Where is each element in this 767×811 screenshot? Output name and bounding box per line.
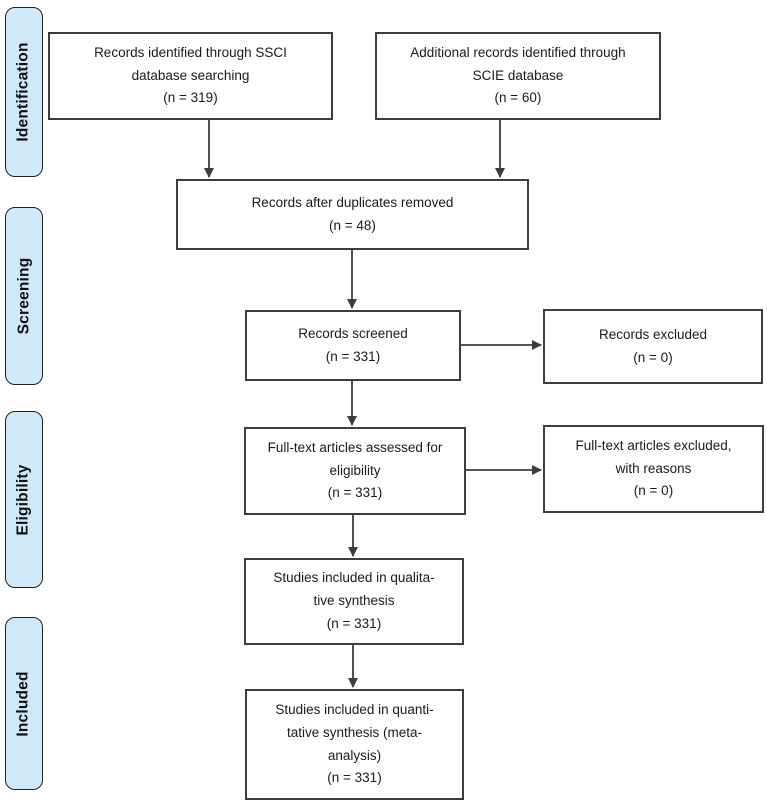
box-records-identified-ssci-text: Records identified through SSCI database… [94,44,287,106]
box-quantitative-synthesis-text: Studies included in quanti- tative synth… [275,701,434,786]
box-duplicates-removed-text: Records after duplicates removed (n = 48… [251,194,454,233]
box-fulltext-assessed-text: Full-text articles assessed for eligibil… [267,439,443,501]
box-fulltext-excluded-text: Full-text articles excluded, with reason… [575,437,732,499]
box-records-excluded-text: Records excluded (n = 0) [598,326,708,365]
box-duplicates-removed: Records after duplicates removed (n = 48… [176,179,529,250]
stage-label-eligibility: Eligibility [5,411,43,588]
stage-label-eligibility-text: Eligibility [15,463,33,536]
stage-label-screening-text: Screening [15,257,32,335]
box-additional-records-scie: Additional records identified through SC… [375,32,661,120]
box-records-excluded: Records excluded (n = 0) [543,309,763,384]
box-fulltext-excluded: Full-text articles excluded, with reason… [543,425,764,513]
stage-label-included: Included [5,617,43,790]
box-additional-records-scie-text: Additional records identified through SC… [410,44,626,106]
box-fulltext-assessed: Full-text articles assessed for eligibil… [244,427,466,515]
stage-label-screening: Screening [5,207,43,385]
box-records-screened-text: Records screened (n = 331) [298,325,408,364]
box-records-screened: Records screened (n = 331) [245,310,461,381]
stage-label-identification-text: Identification [15,42,32,142]
stage-label-included-text: Included [15,670,33,737]
box-quantitative-synthesis: Studies included in quanti- tative synth… [245,689,464,800]
box-qualitative-synthesis-text: Studies included in qualita- tive synthe… [273,570,435,631]
stage-label-identification: Identification [5,7,43,177]
box-qualitative-synthesis: Studies included in qualita- tive synthe… [244,558,464,645]
box-records-identified-ssci: Records identified through SSCI database… [48,32,333,120]
